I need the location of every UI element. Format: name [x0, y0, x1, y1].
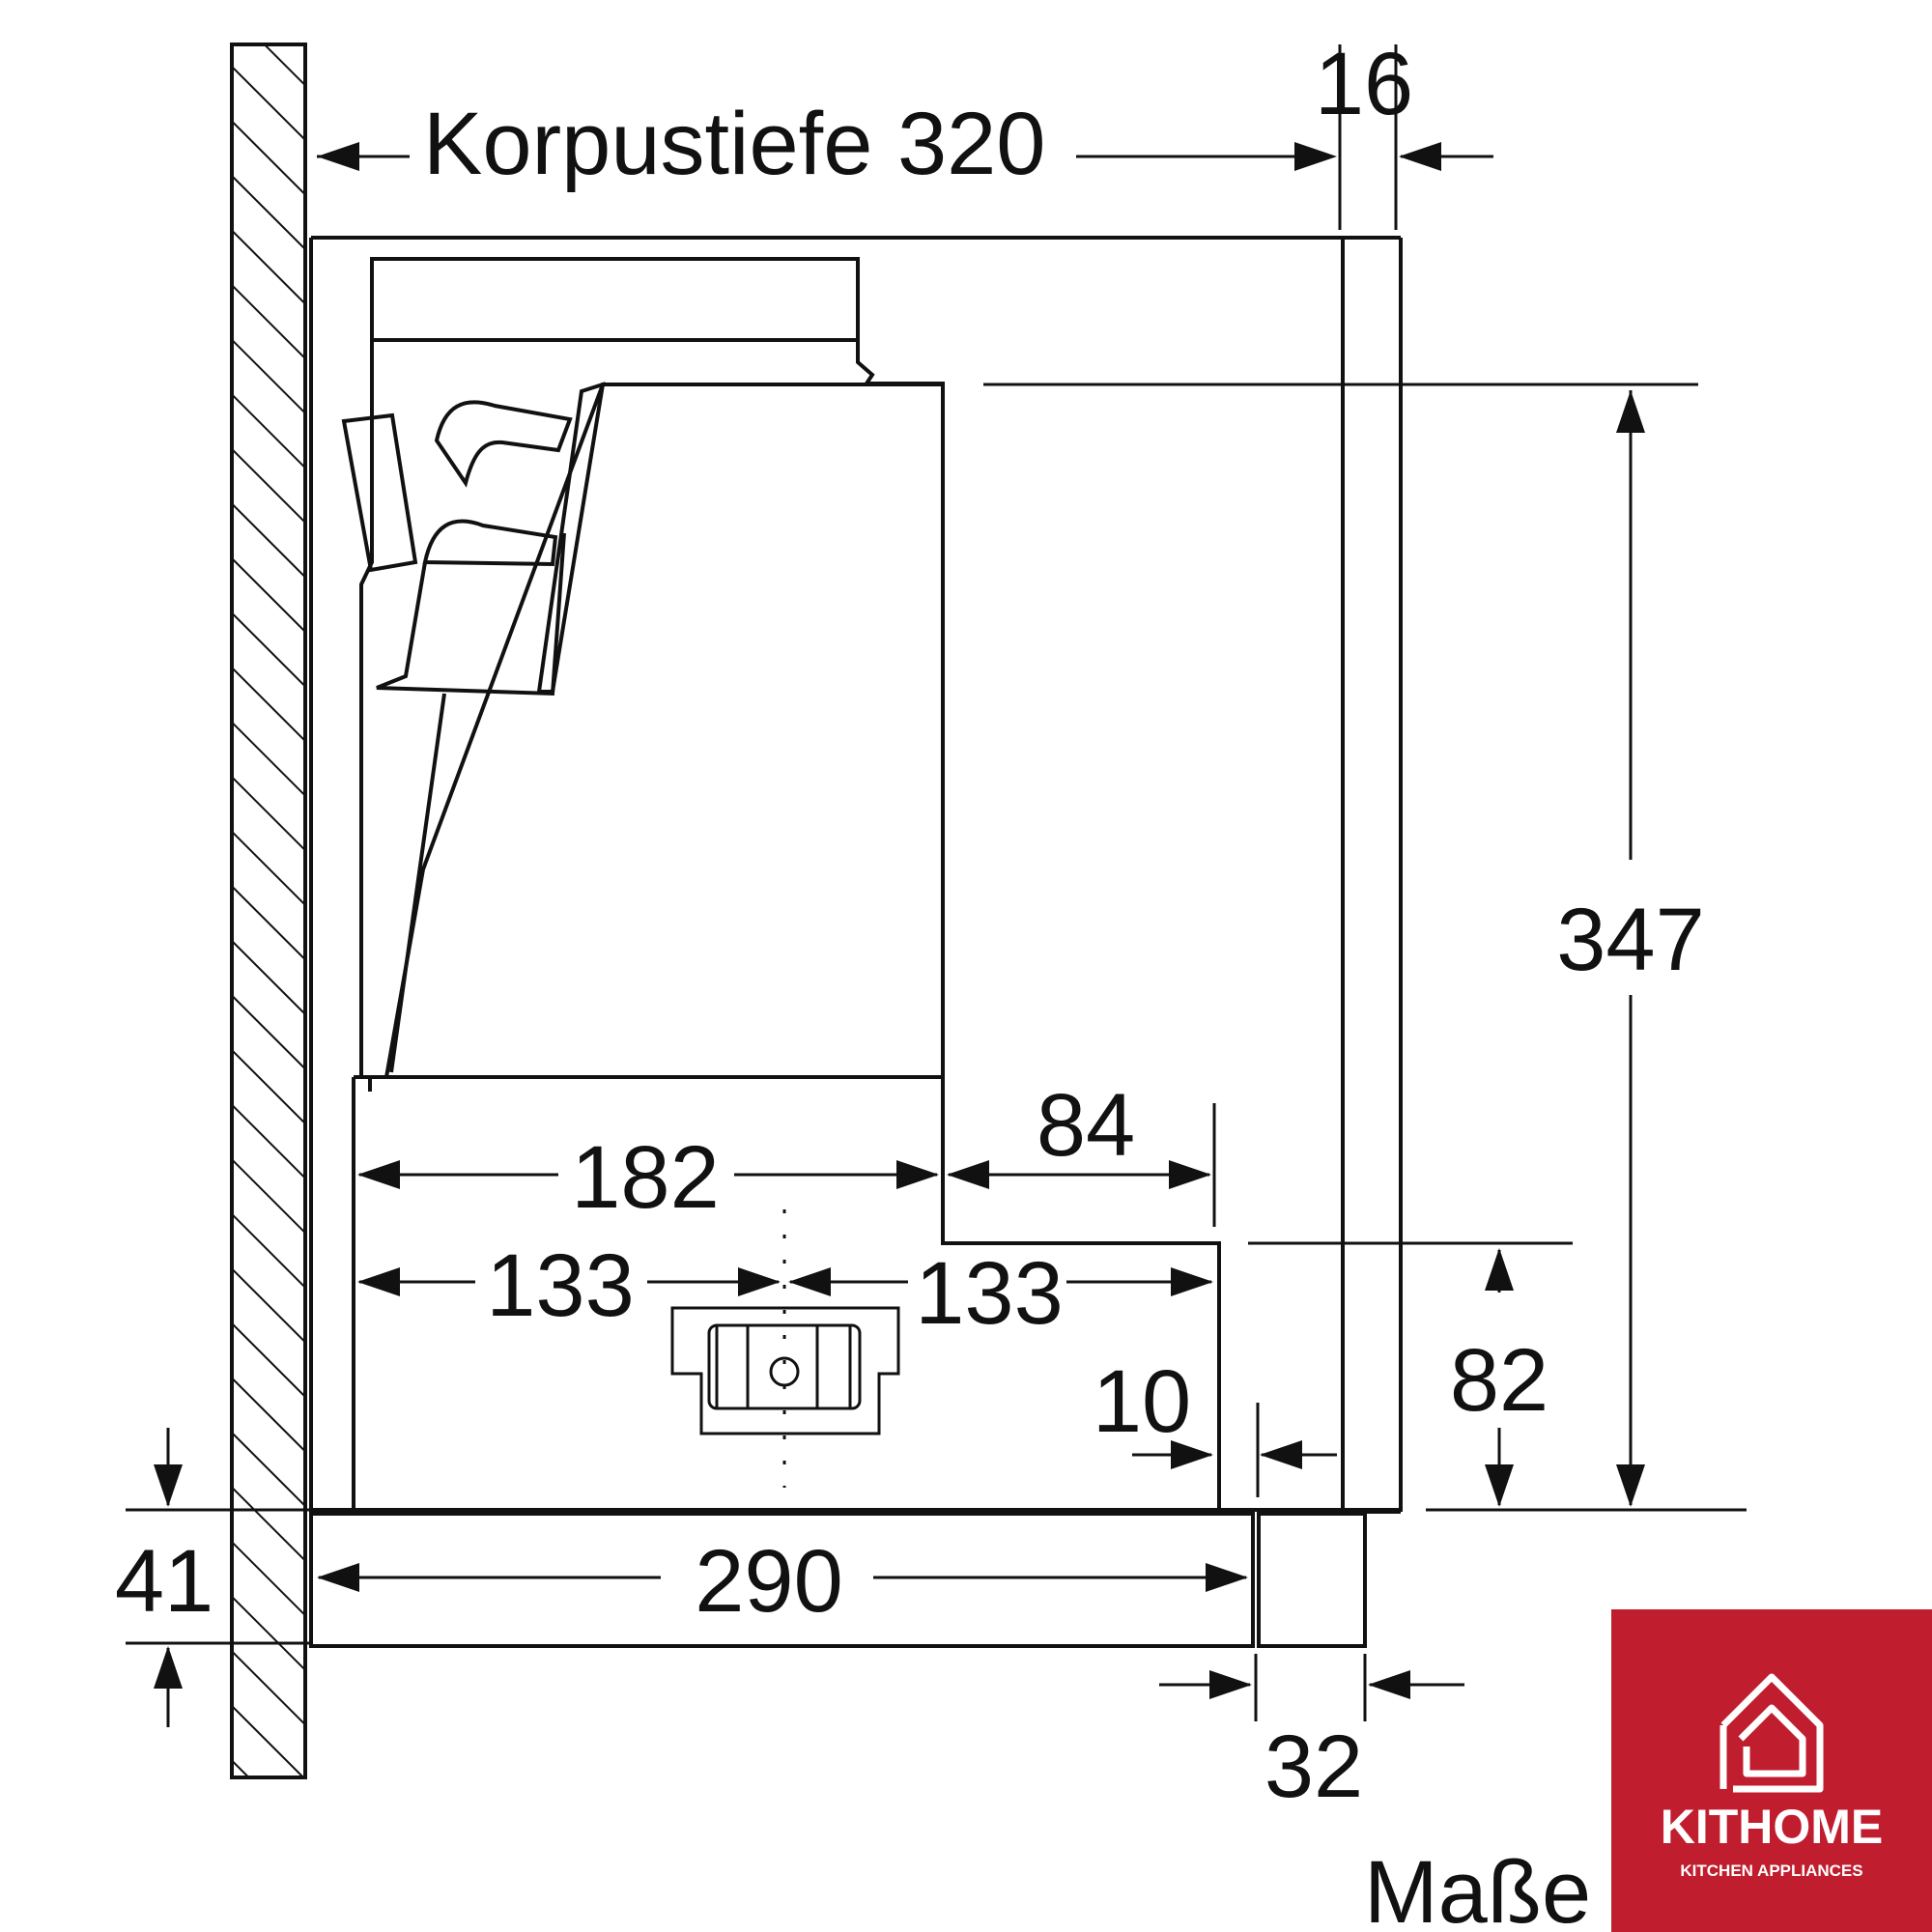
label-84: 84: [1037, 1076, 1135, 1175]
footer-label: Maße: [1364, 1843, 1591, 1932]
brand-logo: KITHOME KITCHEN APPLIANCES: [1611, 1609, 1932, 1932]
wall-hatched: [230, 43, 307, 1779]
dimension-lines: [154, 142, 1645, 1727]
label-10: 10: [1093, 1352, 1191, 1451]
connector-detail: [670, 1209, 900, 1488]
label-182: 182: [571, 1128, 720, 1227]
extension-lines: [126, 44, 1747, 1721]
brand-name: KITHOME: [1661, 1800, 1884, 1854]
label-133-right: 133: [915, 1244, 1064, 1343]
label-290: 290: [695, 1532, 843, 1631]
cabinet-outline: [309, 236, 1403, 1647]
label-347: 347: [1556, 891, 1705, 989]
hood-body: [341, 257, 945, 1092]
extractor-block: [352, 1075, 1221, 1510]
label-16: 16: [1315, 35, 1413, 133]
label-korpustiefe: Korpustiefe 320: [423, 95, 1045, 193]
front-panel: [309, 1512, 1367, 1648]
brand-tagline: KITCHEN APPLIANCES: [1680, 1861, 1862, 1880]
label-41: 41: [115, 1532, 213, 1631]
label-133-left: 133: [486, 1236, 635, 1335]
label-82: 82: [1450, 1331, 1548, 1430]
house-icon: [1719, 1673, 1824, 1793]
label-32: 32: [1264, 1718, 1363, 1816]
